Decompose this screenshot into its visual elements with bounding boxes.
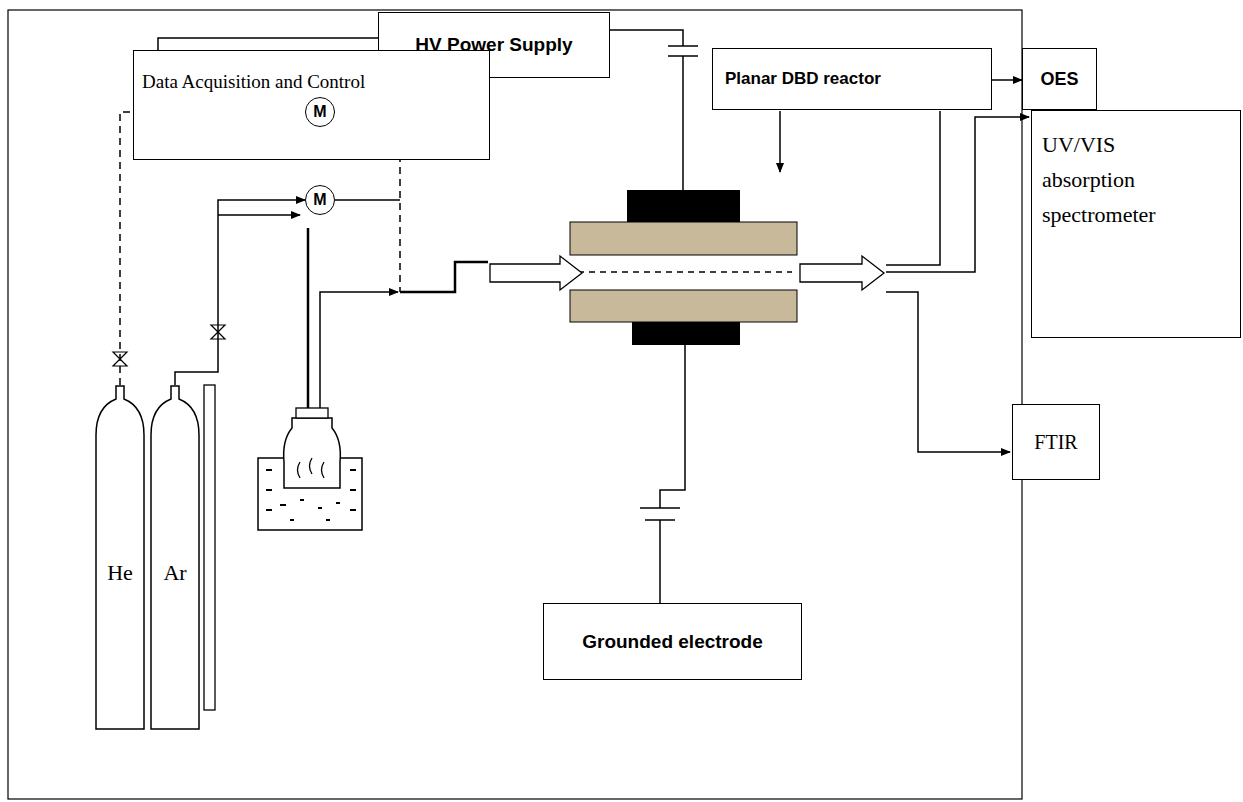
node-label: Grounded electrode: [582, 631, 763, 653]
flow-meter: M: [305, 185, 335, 215]
node-label: M: [313, 103, 326, 121]
node-label: Data Acquisition and Control: [142, 71, 365, 93]
instrument-box: OES: [1022, 48, 1097, 110]
connector-line: [158, 38, 378, 50]
node-label: M: [313, 191, 326, 209]
outer-frame: [8, 10, 1022, 799]
gas-outlet-arrow: [800, 256, 884, 290]
connector-line: [175, 200, 305, 385]
cylinder-outline: [150, 385, 200, 730]
node-label: UV/VIS absorption spectrometer: [1042, 127, 1192, 233]
leader-line: [779, 111, 781, 172]
node-label: Ar: [163, 560, 186, 585]
sampling-line: [886, 111, 1029, 452]
process-box: Grounded electrode: [543, 603, 802, 680]
hv-electrode: [627, 190, 740, 222]
dielectric-plate: [570, 222, 797, 255]
hv-wire: [610, 30, 698, 192]
gas-cylinder: He: [95, 385, 145, 730]
connector-line: [992, 79, 1022, 81]
ground-electrode: [632, 322, 740, 345]
node-label: He: [107, 560, 133, 585]
discharge-gap: [578, 271, 792, 273]
node-label: FTIR: [1034, 431, 1077, 454]
gas-cylinder: Ar: [150, 385, 200, 730]
bubbler: [258, 408, 362, 530]
flow-meter: M: [305, 97, 335, 127]
instrument-box: UV/VIS absorption spectrometer: [1031, 110, 1241, 338]
node-label: OES: [1040, 69, 1078, 90]
label-box: Planar DBD reactor: [712, 48, 992, 110]
ground-wire: [640, 345, 685, 603]
dielectric-plate: [570, 290, 797, 322]
gas-inlet-arrow: [490, 256, 582, 290]
cylinder-outline: [95, 385, 145, 730]
node-label: Planar DBD reactor: [725, 69, 881, 89]
instrument-box: FTIR: [1012, 404, 1100, 480]
regulator-pipe: [204, 385, 215, 710]
